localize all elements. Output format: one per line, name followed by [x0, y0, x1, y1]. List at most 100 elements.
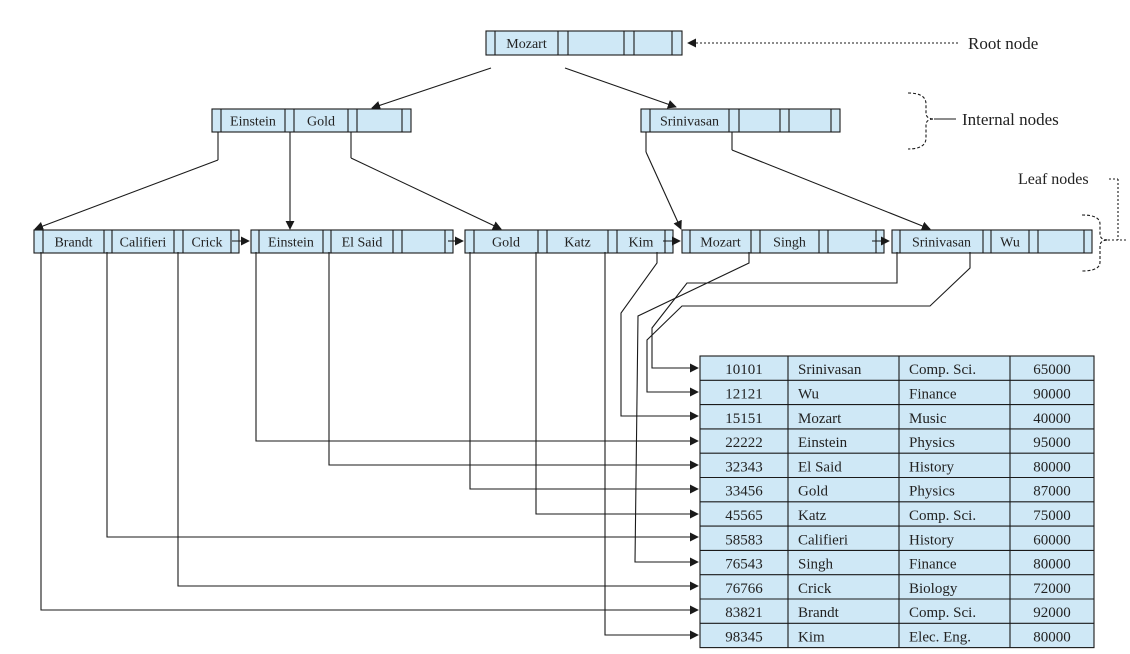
table-cell: 12121 — [725, 386, 763, 402]
table-cell: 90000 — [1033, 386, 1071, 402]
table-cell: 40000 — [1033, 411, 1071, 427]
table-cell: 60000 — [1033, 532, 1071, 548]
node-box — [485, 30, 683, 56]
table-cell: 58583 — [725, 532, 763, 548]
pointer-crick — [177, 252, 699, 591]
pointer-kim — [604, 252, 699, 640]
table-cell: Califieri — [798, 532, 848, 548]
node-key: Srinivasan — [660, 115, 719, 130]
table-cell: 76766 — [725, 581, 763, 597]
table-cell: History — [909, 459, 955, 475]
side-labels: Root node Internal nodes Leaf nodes — [907, 34, 1126, 272]
table-cell: Einstein — [798, 435, 848, 451]
table-cell: 15151 — [725, 411, 763, 427]
table-cell: 87000 — [1033, 484, 1071, 500]
table-cell: Physics — [909, 484, 955, 500]
table-row: 22222 Einstein Physics 95000 — [725, 435, 1071, 451]
table-cell: 92000 — [1033, 605, 1071, 621]
root-to-internal-right-arrow — [564, 67, 677, 109]
table-cell: 22222 — [725, 435, 763, 451]
root-node: Mozart — [485, 30, 683, 56]
internal-to-leaf5-arrow-b — [731, 149, 931, 231]
table-cell: 33456 — [725, 484, 763, 500]
node-key: Brandt — [54, 236, 92, 251]
table-cell: Wu — [798, 386, 820, 402]
table-cell: Elec. Eng. — [909, 629, 971, 645]
table-cell: Srinivasan — [798, 362, 862, 378]
leaf-node-5: Srinivasan Wu — [891, 229, 1093, 254]
node-key: Gold — [492, 236, 520, 251]
pointer-katz — [535, 252, 699, 519]
pointer-wu — [646, 252, 971, 397]
pointer-brandt — [40, 252, 699, 615]
node-key: El Said — [342, 236, 383, 251]
table-cell: Gold — [798, 484, 829, 500]
node-key: Katz — [564, 236, 590, 251]
table-row: 58583 Califieri History 60000 — [725, 532, 1071, 548]
table-cell: 10101 — [725, 362, 763, 378]
table-cell: 95000 — [1033, 435, 1071, 451]
table-cell: Singh — [798, 557, 834, 573]
table-cell: 98345 — [725, 629, 763, 645]
pointer-califieri — [106, 252, 699, 542]
root-node-label: Root node — [968, 34, 1038, 53]
table-cell: 80000 — [1033, 459, 1071, 475]
node-key: Srinivasan — [912, 236, 971, 251]
table-cell: Kim — [798, 629, 825, 645]
node-key: Singh — [773, 236, 806, 251]
leaf-node-3: Gold Katz Kim — [464, 229, 674, 254]
tree-pointers — [34, 38, 958, 246]
table-cell: Brandt — [798, 605, 840, 621]
node-box — [640, 108, 841, 133]
internal-node-left: Einstein Gold — [211, 108, 412, 133]
table-cell: Physics — [909, 435, 955, 451]
leaf-node-4: Mozart Singh — [681, 229, 885, 254]
table-row: 98345 Kim Elec. Eng. 80000 — [725, 629, 1071, 645]
pointer-singh — [634, 252, 750, 567]
internal-to-leaf1-arrow-b — [34, 159, 219, 231]
internal-nodes-brace — [907, 92, 935, 150]
table-cell: 65000 — [1033, 362, 1071, 378]
table-cell: 45565 — [725, 508, 763, 524]
node-box — [211, 108, 412, 133]
table-cell: Mozart — [798, 411, 842, 427]
internal-nodes-label: Internal nodes — [962, 110, 1059, 129]
pointer-gold — [469, 252, 699, 494]
table-cell: 80000 — [1033, 629, 1071, 645]
pointer-srinivasan — [651, 252, 898, 373]
node-key: Gold — [307, 115, 335, 130]
node-key: Einstein — [268, 236, 314, 251]
node-key: Mozart — [700, 236, 741, 251]
node-key: Einstein — [230, 115, 276, 130]
internal-to-leaf4-arrow-b — [645, 151, 682, 230]
internal-node-right: Srinivasan — [640, 108, 841, 133]
node-key: Mozart — [506, 37, 547, 52]
table-cell: 72000 — [1033, 581, 1071, 597]
leaf-nodes-label: Leaf nodes — [1018, 171, 1089, 188]
pointer-mozart — [620, 252, 699, 421]
table-row: 12121 Wu Finance 90000 — [725, 386, 1071, 402]
table-cell: Comp. Sci. — [909, 605, 976, 621]
table-row: 33456 Gold Physics 87000 — [725, 484, 1071, 500]
node-box — [891, 229, 1093, 254]
pointer-einstein — [255, 252, 699, 446]
table-cell: Comp. Sci. — [909, 508, 976, 524]
node-key: Kim — [629, 236, 654, 251]
record-pointers — [40, 252, 971, 640]
node-key: Wu — [1000, 236, 1020, 251]
node-key: Crick — [191, 236, 222, 251]
table-cell: Finance — [909, 386, 957, 402]
leaf-node-2: Einstein El Said — [250, 229, 454, 254]
table-cell: Crick — [798, 581, 832, 597]
table-cell: Katz — [798, 508, 827, 524]
table-cell: History — [909, 532, 955, 548]
internal-to-leaf3-arrow-b — [350, 157, 502, 230]
